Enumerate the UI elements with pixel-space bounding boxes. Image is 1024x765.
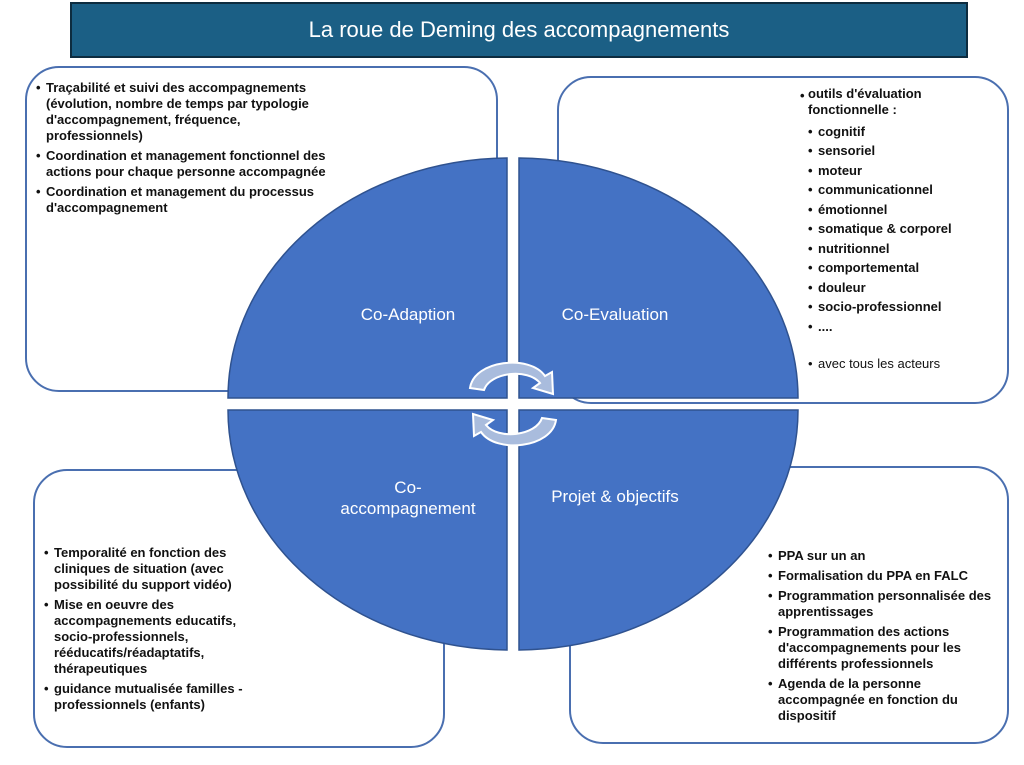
list-item: Coordination et management du processus … (36, 184, 326, 216)
cycle-arrows-icon (468, 361, 558, 447)
label-co-evaluation: Co-Evaluation (561, 305, 669, 324)
list-top-right: •outils d'évaluation fonctionnelle : cog… (800, 86, 980, 374)
list-item: Programmation des actions d'accompagneme… (768, 624, 998, 672)
quadrant-co-accompagnement (227, 409, 508, 651)
list-item: Programmation personnalisée des apprenti… (768, 588, 998, 620)
list-item: Coordination et management fonctionnel d… (36, 148, 326, 180)
list-bottom-right: PPA sur un an Formalisation du PPA en FA… (768, 548, 998, 728)
diagram-title: La roue de Deming des accompagnements (308, 17, 730, 42)
list-item: sensoriel (808, 141, 980, 161)
label-co-accompagnement-line1: Co- (394, 478, 422, 497)
quadrant-projet-objectifs (518, 409, 799, 651)
list-item: somatique & corporel (808, 219, 980, 239)
label-projet-objectifs: Projet & objectifs (551, 487, 679, 506)
list-item: nutritionnel (808, 239, 980, 259)
label-co-accompagnement: Co- accompagnement (300, 477, 516, 519)
list-item-footer: avec tous les acteurs (808, 354, 980, 374)
title-bar: La roue de Deming des accompagnements (70, 2, 968, 58)
list-item: socio-professionnel (808, 297, 980, 317)
label-co-adaption: Co-Adaption (360, 305, 456, 324)
list-item: PPA sur un an (768, 548, 998, 564)
list-item: Temporalité en fonction des cliniques de… (44, 545, 274, 593)
list-item: guidance mutualisée familles - professio… (44, 681, 274, 713)
list-item: cognitif (808, 122, 980, 142)
label-co-accompagnement-line2: accompagnement (340, 499, 476, 518)
list-heading: •outils d'évaluation fonctionnelle : (800, 86, 922, 117)
list-top-left: Traçabilité et suivi des accompagnements… (36, 80, 326, 220)
list-item: Traçabilité et suivi des accompagnements… (36, 80, 326, 144)
list-item: émotionnel (808, 200, 980, 220)
list-item: Agenda de la personne accompagnée en fon… (768, 676, 998, 724)
list-item: .... (808, 317, 980, 337)
quadrant-co-adaption (227, 157, 508, 399)
quadrant-co-evaluation (518, 157, 799, 399)
list-item: Mise en oeuvre des accompagnements educa… (44, 597, 274, 677)
list-bottom-left: Temporalité en fonction des cliniques de… (44, 545, 274, 717)
list-item: communicationnel (808, 180, 980, 200)
list-item: moteur (808, 161, 980, 181)
list-item: Formalisation du PPA en FALC (768, 568, 998, 584)
list-item: comportemental (808, 258, 980, 278)
list-item: douleur (808, 278, 980, 298)
